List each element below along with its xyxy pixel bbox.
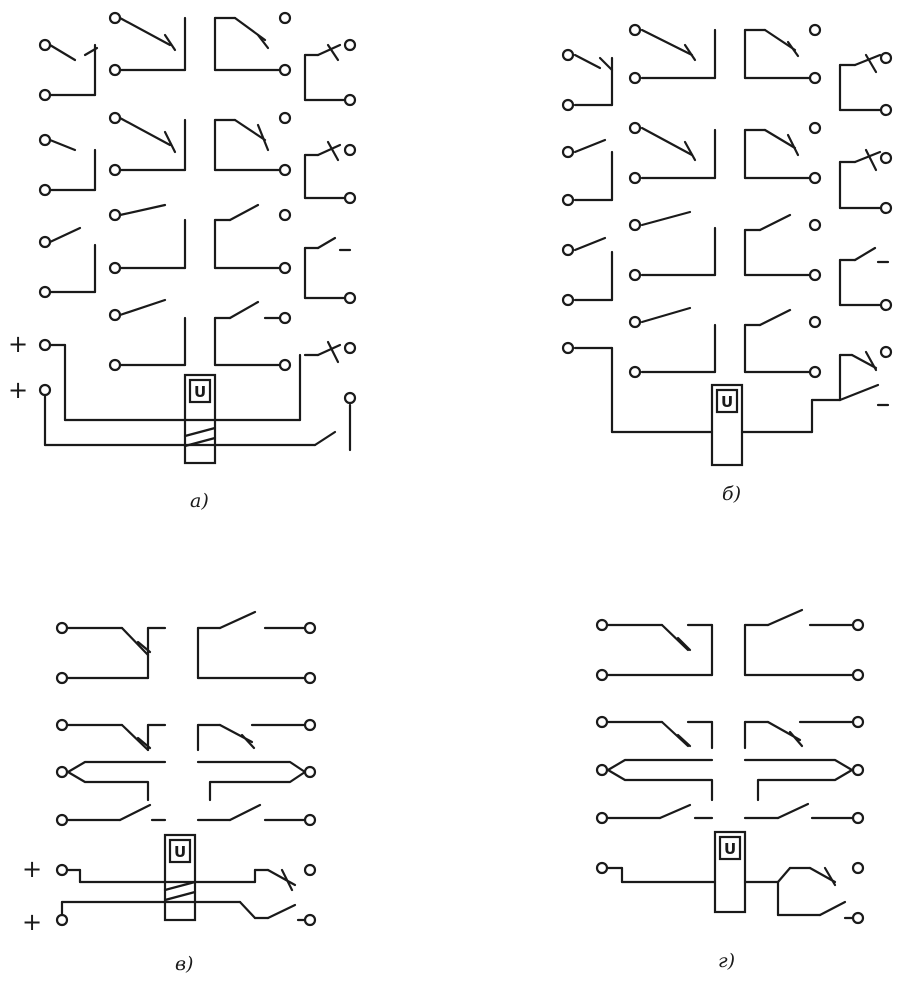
contact-group-a-center-left	[108, 11, 187, 372]
terminal-sign-plus-v2: +	[22, 908, 42, 936]
terminal-sign-plus-2: +	[8, 376, 28, 404]
contact-group-a-center-right	[213, 11, 292, 372]
contact-group-a-right	[303, 38, 357, 364]
contact-group-v-left	[55, 621, 167, 827]
coil-label-b: U	[721, 393, 733, 411]
wiring-a	[38, 338, 357, 452]
terminal-sign-plus-1: +	[8, 330, 28, 358]
relay-coil-g: U	[713, 830, 747, 914]
panel-a: U + + а)	[8, 11, 357, 512]
relay-coil-v: U	[163, 833, 197, 922]
coil-label-a: U	[194, 383, 206, 401]
coil-label-v: U	[174, 843, 186, 861]
caption-b: б)	[722, 483, 741, 505]
contact-group-a-left	[38, 38, 99, 299]
contact-group-g-right	[743, 608, 865, 825]
panel-b: U б)	[561, 23, 893, 505]
contact-group-b-right	[838, 51, 893, 407]
panel-g: U г)	[595, 608, 865, 972]
caption-g: г)	[718, 950, 735, 972]
wiring-b	[610, 398, 842, 434]
wiring-g	[595, 861, 865, 925]
relay-coil-b: U	[710, 383, 744, 467]
terminal-sign-plus-v1: +	[22, 855, 42, 883]
contact-group-b-center-right	[743, 23, 822, 379]
wiring-v	[55, 863, 317, 927]
contact-group-b-center-left	[628, 23, 717, 379]
coil-label-g: U	[724, 840, 736, 858]
caption-v: в)	[175, 953, 193, 975]
contact-group-g-left	[595, 618, 714, 825]
contact-group-b-left	[561, 48, 614, 434]
caption-a: а)	[190, 490, 209, 512]
panel-v: U + + в)	[22, 610, 317, 975]
contact-group-v-right	[196, 610, 317, 827]
